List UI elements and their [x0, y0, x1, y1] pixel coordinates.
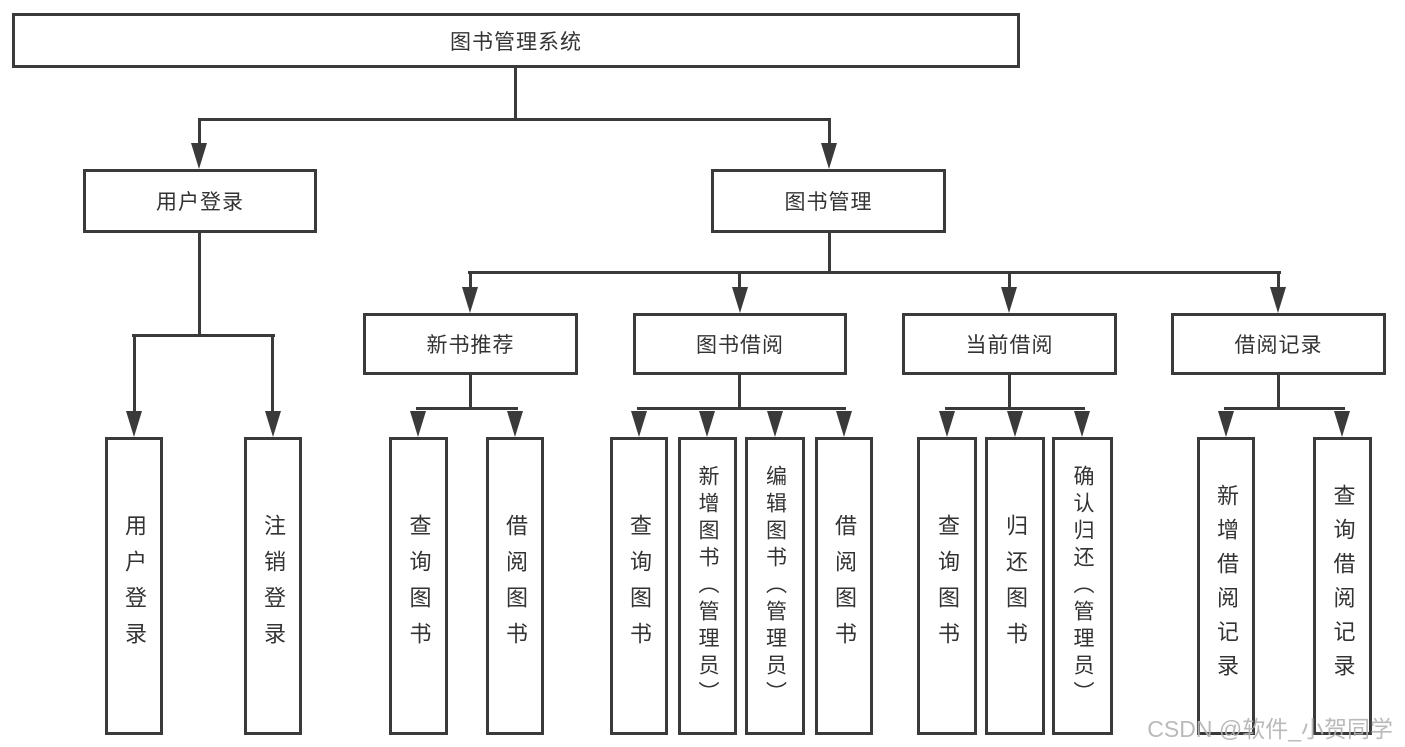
node-current-borrow: 当前借阅	[902, 313, 1117, 375]
connector-line	[198, 118, 831, 121]
connector-line	[469, 375, 472, 410]
connector-arrow-down	[265, 411, 281, 437]
connector-line	[738, 375, 741, 410]
leaf-borrow-books: 借阅图书	[486, 437, 544, 735]
connector-arrow-down	[1001, 287, 1017, 313]
connector-line	[738, 271, 741, 288]
connector-arrow-down	[732, 287, 748, 313]
leaf-label: 借阅图书	[832, 514, 857, 658]
connector-line	[271, 334, 274, 412]
leaf-label: 查询图书	[406, 514, 432, 658]
connector-line	[198, 233, 201, 336]
leaf-query-books-3: 查询图书	[917, 437, 977, 735]
connector-line	[198, 118, 201, 145]
connector-arrow-down	[1334, 411, 1350, 437]
leaf-query-books-2: 查询图书	[610, 437, 668, 735]
leaf-label: 新增借阅记录	[1214, 484, 1239, 688]
connector-arrow-down	[836, 411, 852, 437]
connector-line	[132, 334, 275, 337]
node-book-borrow: 图书借阅	[633, 313, 847, 375]
leaf-label: 归还图书	[1003, 514, 1028, 658]
leaf-label: 编辑图书（管理员）	[763, 464, 787, 708]
connector-arrow-down	[939, 411, 955, 437]
connector-line	[469, 271, 472, 288]
leaf-return-book: 归还图书	[985, 437, 1045, 735]
leaf-add-borrow-record: 新增借阅记录	[1197, 437, 1255, 735]
connector-line	[1008, 271, 1011, 288]
connector-line	[514, 68, 517, 121]
connector-arrow-down	[191, 143, 207, 169]
leaf-label: 确认归还（管理员）	[1071, 464, 1094, 708]
leaf-query-books: 查询图书	[389, 437, 448, 735]
leaf-logout: 注销登录	[244, 437, 302, 735]
leaf-confirm-return-admin: 确认归还（管理员）	[1052, 437, 1113, 735]
leaf-label: 查询借阅记录	[1330, 484, 1356, 688]
node-book-management-system: 图书管理系统	[12, 13, 1020, 68]
leaf-label: 查询图书	[935, 514, 960, 658]
leaf-label: 借阅图书	[503, 514, 528, 658]
node-book-management: 图书管理	[711, 169, 946, 233]
node-user-login: 用户登录	[83, 169, 317, 233]
leaf-user-login: 用户登录	[105, 437, 163, 735]
connector-line	[1008, 375, 1011, 410]
node-new-book-recommend: 新书推荐	[363, 313, 578, 375]
connector-arrow-down	[462, 287, 478, 313]
node-borrow-records: 借阅记录	[1171, 313, 1386, 375]
connector-arrow-down	[821, 143, 837, 169]
leaf-label: 新增图书（管理员）	[696, 464, 719, 708]
connector-line	[1224, 407, 1345, 410]
connector-line	[828, 118, 831, 145]
leaf-borrow-books-2: 借阅图书	[815, 437, 873, 735]
connector-line	[468, 271, 1281, 274]
csdn-watermark: CSDN @软件_小贺同学	[1147, 716, 1393, 742]
connector-arrow-down	[631, 411, 647, 437]
connector-line	[1277, 375, 1280, 410]
connector-arrow-down	[1270, 287, 1286, 313]
connector-line	[828, 233, 831, 273]
leaf-query-borrow-record: 查询借阅记录	[1313, 437, 1372, 735]
connector-arrow-down	[507, 411, 523, 437]
leaf-label: 查询图书	[627, 514, 652, 658]
connector-arrow-down	[1218, 411, 1234, 437]
connector-arrow-down	[767, 411, 783, 437]
connector-line	[637, 407, 846, 410]
connector-line	[1277, 271, 1280, 288]
connector-line	[945, 407, 1085, 410]
connector-line	[416, 407, 518, 410]
connector-arrow-down	[1007, 411, 1023, 437]
connector-arrow-down	[410, 411, 426, 437]
leaf-label: 用户登录	[122, 514, 147, 658]
leaf-label: 注销登录	[261, 514, 286, 658]
connector-arrow-down	[1074, 411, 1090, 437]
leaf-add-book-admin: 新增图书（管理员）	[678, 437, 737, 735]
leaf-edit-book-admin: 编辑图书（管理员）	[745, 437, 805, 735]
connector-line	[133, 334, 136, 412]
connector-arrow-down	[126, 411, 142, 437]
connector-arrow-down	[699, 411, 715, 437]
